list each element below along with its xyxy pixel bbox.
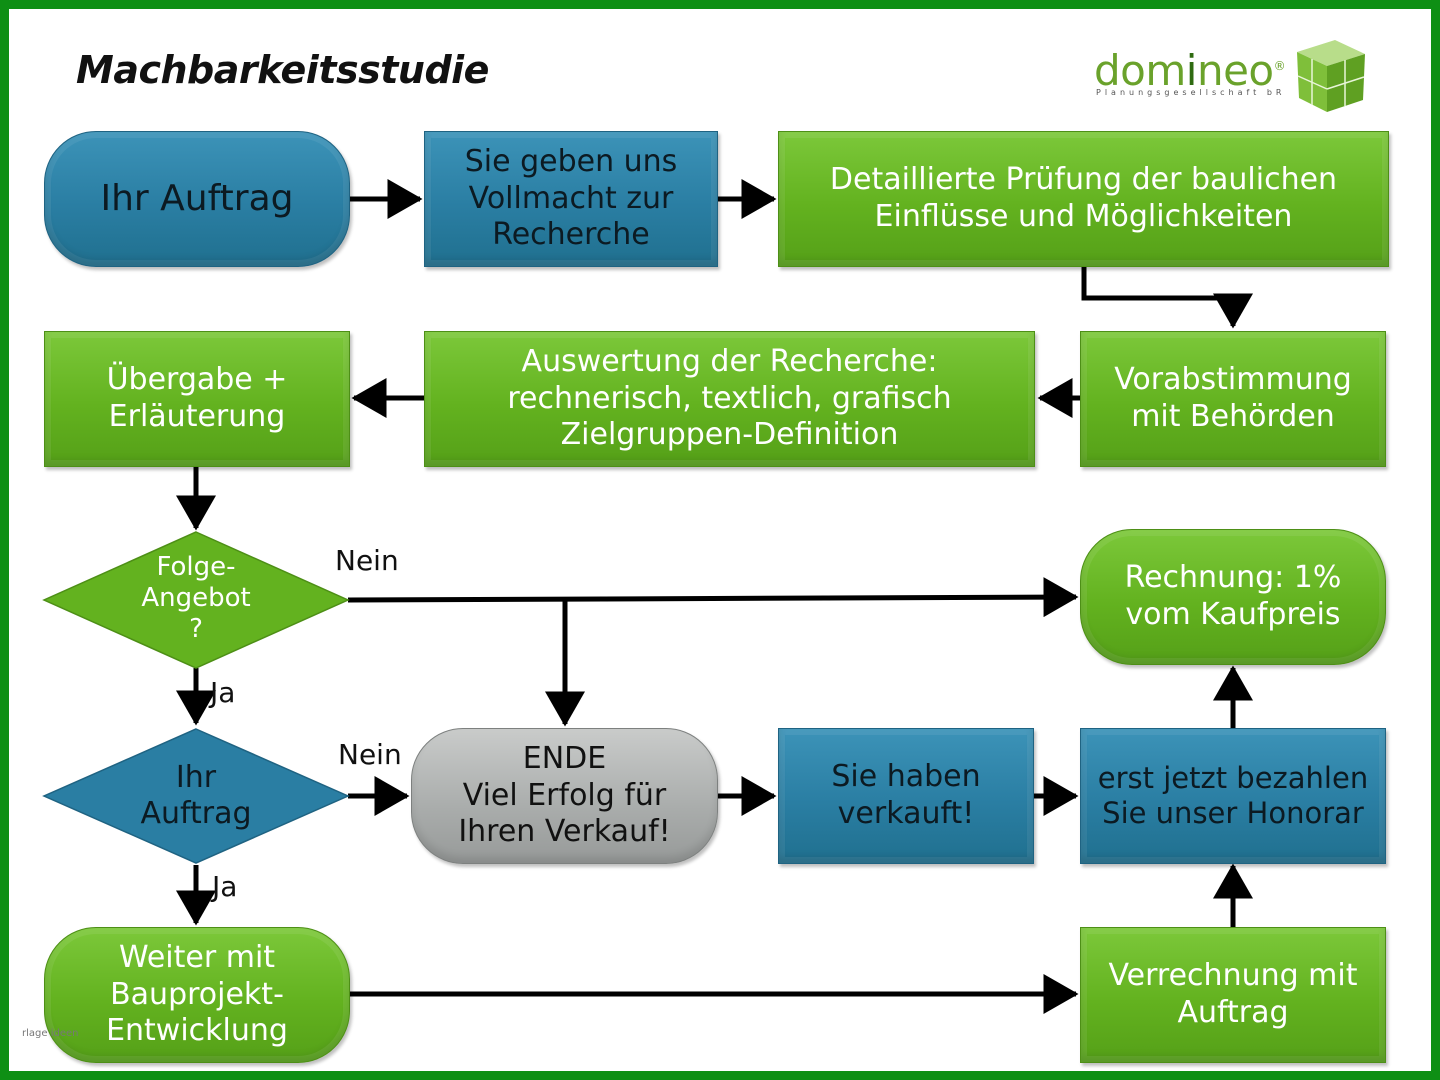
edge-label-ja-1: Ja — [210, 676, 236, 709]
node-label-line: Auftrag — [1177, 995, 1289, 1030]
node-label-line: Weiter mit — [118, 940, 276, 976]
node-label-line: Vollmacht zur — [468, 180, 674, 216]
node-ende: ENDE Viel Erfolg für Ihren Verkauf! — [411, 728, 718, 864]
node-label-line: Folge- — [156, 552, 236, 582]
node-label-line: Angebot — [141, 583, 251, 614]
node-weiter: Weiter mit Bauprojekt- Entwicklung — [44, 927, 350, 1063]
decision-folgeangebot-shape — [42, 531, 350, 669]
node-label-line: ENDE — [522, 741, 607, 777]
node-ihr-auftrag-decision: Ihr Auftrag — [96, 760, 296, 832]
node-vorabstimmung: Vorabstimmung mit Behörden — [1080, 331, 1386, 467]
logo-tagline: Planungsgesellschaft bR — [1096, 88, 1286, 97]
node-label-line: rechnerisch, textlich, grafisch — [507, 380, 952, 416]
edge-label-nein-1: Nein — [335, 544, 399, 577]
node-label-line: Sie haben — [831, 759, 981, 795]
node-label-line: Detaillierte Prüfung der baulichen — [829, 162, 1338, 198]
node-label-line: Auswertung der Recherche: — [521, 344, 938, 380]
logo-registered: ® — [1273, 59, 1286, 73]
logo-part: neo — [1196, 46, 1274, 95]
node-label-line: Sie unser Honorar — [1102, 796, 1364, 830]
page-title: Machbarkeitsstudie — [76, 48, 489, 92]
node-verrechnung: Verrechnung mit Auftrag — [1080, 927, 1386, 1063]
node-label: Ihr Auftrag — [100, 178, 294, 220]
node-label-line: verkauft! — [837, 796, 975, 831]
node-label-line: Ihr — [175, 760, 217, 795]
node-label-line: Übergabe + — [106, 362, 288, 398]
edge-label-nein-2: Nein — [338, 738, 402, 771]
node-label-line: Bauprojekt- — [110, 976, 284, 1012]
node-label-line: Viel Erfolg für — [462, 777, 667, 813]
node-label-line: Recherche — [492, 217, 650, 253]
node-label-line: Auftrag — [140, 796, 252, 831]
node-label-line: Verrechnung mit — [1108, 958, 1358, 994]
node-label-line: Vorabstimmung — [1114, 362, 1352, 398]
logo-part: dom — [1094, 46, 1186, 95]
node-label-line: mit Behörden — [1131, 399, 1335, 434]
node-label-line: Ihren Verkauf! — [458, 814, 671, 850]
logo-wordmark: domineo® — [1094, 46, 1286, 95]
node-label-line: vom Kaufpreis — [1125, 597, 1341, 632]
node-label-line: Entwicklung — [106, 1013, 288, 1049]
node-label-line: Erläuterung — [108, 399, 286, 434]
node-label-line: Einflüsse und Möglichkeiten — [874, 199, 1293, 234]
node-label-line: Sie geben uns — [464, 144, 678, 180]
node-auswertung: Auswertung der Recherche: rechnerisch, t… — [424, 331, 1035, 467]
node-pruefung: Detaillierte Prüfung der baulichen Einfl… — [778, 131, 1389, 267]
edge-label-ja-2: Ja — [212, 870, 238, 903]
arrow-folgeangebot-to-rechnung — [347, 577, 1079, 618]
decision-ihrauftrag-shape — [42, 728, 350, 864]
node-uebergabe: Übergabe + Erläuterung — [44, 331, 350, 467]
node-label-line: erst jetzt bezahlen — [1097, 760, 1369, 795]
node-label-line: Rechnung: 1% — [1124, 560, 1342, 596]
node-ihr-auftrag-start: Ihr Auftrag — [44, 131, 350, 267]
node-label-line: Zielgruppen-Definition — [560, 417, 899, 453]
logo-part: i — [1185, 46, 1198, 95]
watermark-text: rlage ideen — [22, 1028, 79, 1039]
arrow-pruefung-to-vorabstimmung — [1081, 267, 1253, 329]
node-folgeangebot: Folge- Angebot ? — [96, 552, 296, 646]
node-vollmacht: Sie geben uns Vollmacht zur Recherche — [424, 131, 718, 267]
node-rechnung: Rechnung: 1% vom Kaufpreis — [1080, 529, 1386, 665]
node-verkauft: Sie haben verkauft! — [778, 728, 1034, 864]
node-label-line: ? — [189, 614, 203, 645]
node-honorar: erst jetzt bezahlen Sie unser Honorar — [1080, 728, 1386, 864]
